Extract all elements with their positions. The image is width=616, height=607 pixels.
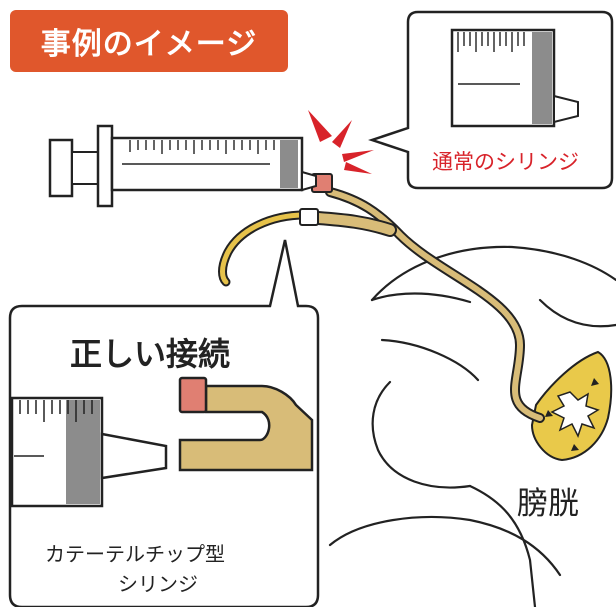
syringe-top-ticks <box>129 140 275 154</box>
warning-spikes <box>308 110 374 174</box>
normal-syringe-label: 通常のシリンジ <box>432 150 579 174</box>
correct-pink-port <box>178 376 208 414</box>
title-banner: 事例のイメージ <box>10 10 288 72</box>
syringe-top <box>48 124 317 208</box>
callout-correct-connection <box>8 239 320 607</box>
body-outline <box>328 245 616 607</box>
correct-connection-heading: 正しい接続 <box>70 335 231 373</box>
bladder-illustration <box>530 350 613 462</box>
bladder-label: 膀胱 <box>517 486 579 522</box>
catheter-tip-label-line1: カテーテルチップ型 <box>45 542 225 566</box>
callout-normal-syringe <box>368 10 614 190</box>
burst-mark <box>550 391 600 438</box>
catheter-tip-label-line2: シリンジ <box>118 572 198 596</box>
